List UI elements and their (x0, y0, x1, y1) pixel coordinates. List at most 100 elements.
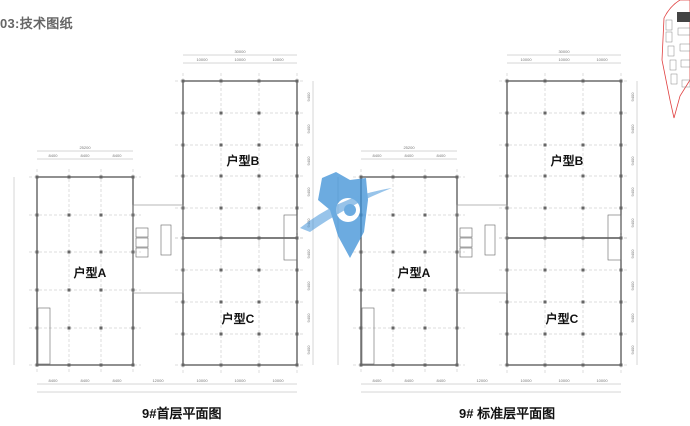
column (543, 236, 547, 240)
column (455, 175, 459, 179)
section-title: 03:技术图纸 (0, 16, 73, 31)
column (219, 206, 223, 210)
column (581, 268, 585, 272)
column (257, 236, 261, 240)
unit-label-b: 户型B (227, 153, 260, 168)
dimension-label: 9400 (306, 281, 311, 291)
column (619, 332, 623, 336)
unit-c-wall (506, 237, 622, 366)
elevator-shaft (135, 227, 149, 238)
column (219, 300, 223, 304)
column (181, 111, 185, 115)
column (505, 111, 509, 115)
dimension-label: 8400 (405, 378, 415, 383)
dimension-label: 8400 (113, 153, 123, 158)
column (67, 250, 71, 254)
column (619, 206, 623, 210)
dimension-label: 9400 (630, 187, 635, 197)
column (131, 363, 135, 367)
column (581, 300, 585, 304)
column (619, 174, 623, 178)
column (99, 175, 103, 179)
dimension-label: 10000 (520, 378, 532, 383)
column (505, 174, 509, 178)
stair-core (484, 224, 496, 256)
column (505, 363, 509, 367)
column (505, 143, 509, 147)
unit-label-a: 户型A (398, 265, 431, 280)
column (35, 213, 39, 217)
dimension-label: 25200 (403, 145, 415, 150)
column (543, 111, 547, 115)
column (295, 174, 299, 178)
column (295, 111, 299, 115)
column (219, 236, 223, 240)
column (391, 213, 395, 217)
column (219, 79, 223, 83)
column (99, 326, 103, 330)
column (619, 111, 623, 115)
column (99, 288, 103, 292)
dimension-label: 8400 (81, 153, 91, 158)
column (581, 236, 585, 240)
column (391, 288, 395, 292)
column (99, 363, 103, 367)
dimension-label: 9400 (306, 92, 311, 102)
dimension-label: 9400 (306, 249, 311, 259)
column (359, 326, 363, 330)
dimension-label: 9400 (306, 156, 311, 166)
dimension-label: 9400 (306, 124, 311, 134)
column (35, 288, 39, 292)
dimension-label: 10000 (596, 378, 608, 383)
unit-label-b: 户型B (551, 153, 584, 168)
dimension-label: 10000 (234, 57, 246, 62)
column (505, 300, 509, 304)
column (181, 79, 185, 83)
dimension-label: 8400 (437, 378, 447, 383)
column (257, 111, 261, 115)
site-key-plan (661, 0, 690, 119)
dimension-label: 9400 (630, 92, 635, 102)
stair-a (37, 307, 51, 365)
standard-floor-caption: 9# 标准层平面图 (459, 406, 556, 421)
column (391, 250, 395, 254)
column (505, 332, 509, 336)
column (619, 363, 623, 367)
column (543, 332, 547, 336)
column (581, 111, 585, 115)
watermark-logo-icon (300, 172, 392, 258)
column (99, 213, 103, 217)
column (257, 79, 261, 83)
dimension-label: 8400 (437, 153, 447, 158)
dimension-label: 9400 (306, 313, 311, 323)
column (391, 363, 395, 367)
column (543, 174, 547, 178)
column (295, 300, 299, 304)
column (581, 363, 585, 367)
column (423, 213, 427, 217)
dimension-label: 8400 (405, 153, 415, 158)
column (257, 268, 261, 272)
column (35, 363, 39, 367)
column (391, 326, 395, 330)
column (181, 300, 185, 304)
column (619, 143, 623, 147)
column (219, 174, 223, 178)
column (423, 363, 427, 367)
dimension-label: 9400 (306, 187, 311, 197)
core-area (132, 204, 184, 294)
elevator-shaft (459, 227, 473, 238)
stair-c (283, 214, 298, 261)
dimension-label: 9400 (630, 281, 635, 291)
dimension-label: 10000 (558, 378, 570, 383)
column (257, 174, 261, 178)
dimension-label: 9400 (630, 218, 635, 228)
dimension-label: 8400 (49, 153, 59, 158)
column (543, 143, 547, 147)
column (219, 268, 223, 272)
column (581, 206, 585, 210)
column (455, 363, 459, 367)
dimension-label: 8400 (49, 378, 59, 383)
